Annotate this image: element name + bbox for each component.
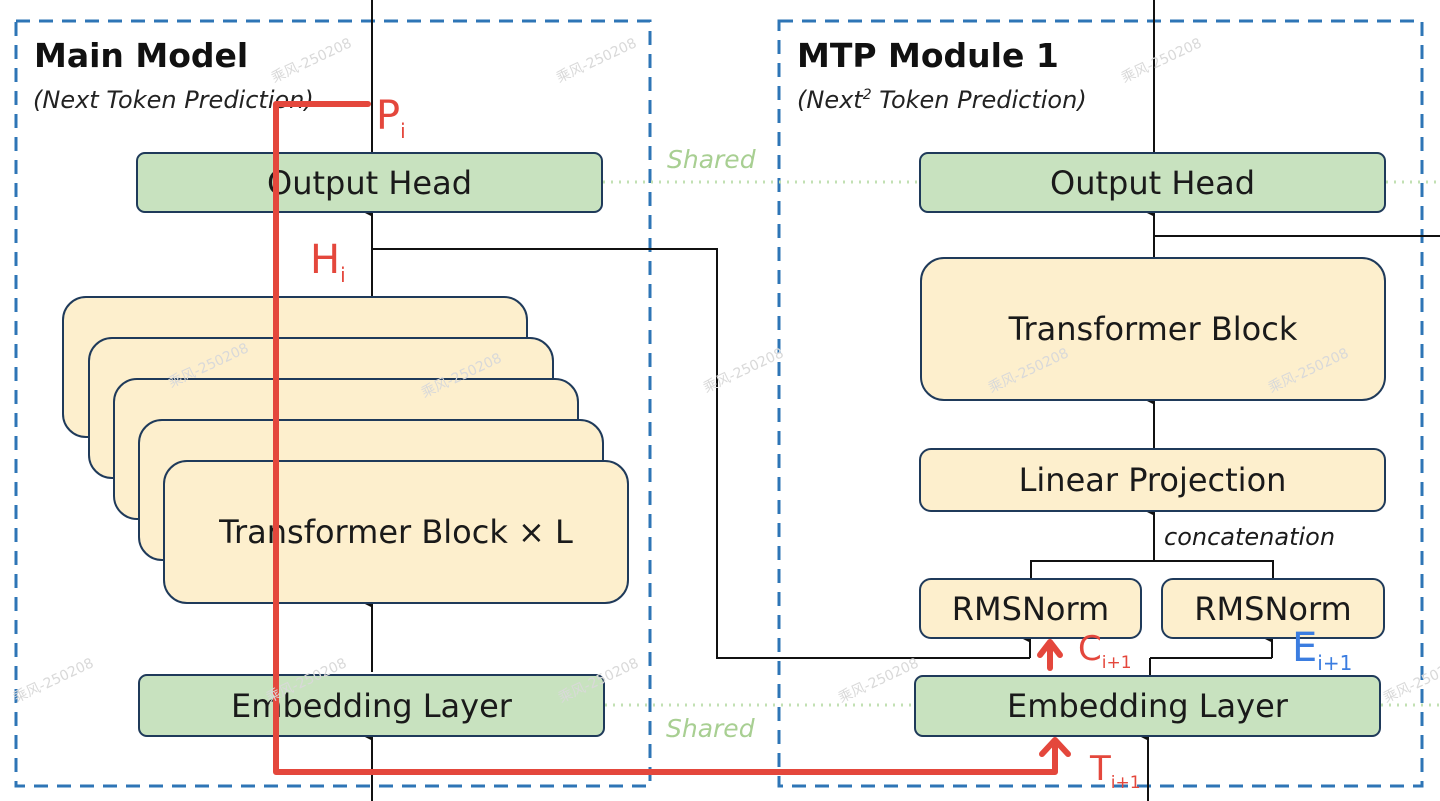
annotation-h: Hi [310, 237, 346, 287]
mtp-module-border [777, 19, 1424, 788]
mtp-embedding-layer: Embedding Layer [914, 675, 1381, 737]
annotation-t: Ti+1 [1090, 749, 1141, 793]
red-arrow-t [1039, 737, 1071, 757]
mtp-rmsnorm-right: RMSNorm [1161, 578, 1385, 639]
concatenation-label: concatenation [1164, 523, 1336, 551]
annotation-e: Ei+1 [1292, 625, 1353, 675]
mtp-module-title: MTP Module 1 [797, 36, 1059, 75]
main-embedding-layer: Embedding Layer [138, 674, 605, 737]
annotation-p: Pi [376, 93, 406, 143]
main-model-border [14, 19, 652, 788]
mtp-module-subtitle: (Next2 Token Prediction) [797, 86, 1087, 114]
shared-label-top: Shared [667, 145, 756, 174]
main-model-title: Main Model [34, 36, 249, 75]
main-transformer-block: Transformer Block × L [163, 460, 629, 604]
shared-label-bottom: Shared [666, 714, 755, 743]
main-output-head: Output Head [136, 152, 603, 213]
mtp-output-head: Output Head [919, 152, 1386, 213]
annotation-c: Ci+1 [1078, 629, 1132, 673]
mtp-rmsnorm-left: RMSNorm [919, 578, 1142, 639]
red-flow-path [273, 101, 1058, 775]
red-arrow-c-head [1037, 639, 1063, 658]
main-model-subtitle: (Next Token Prediction) [33, 86, 314, 114]
mtp-linear-projection: Linear Projection [919, 448, 1386, 512]
mtp-transformer-block: Transformer Block [920, 257, 1386, 401]
